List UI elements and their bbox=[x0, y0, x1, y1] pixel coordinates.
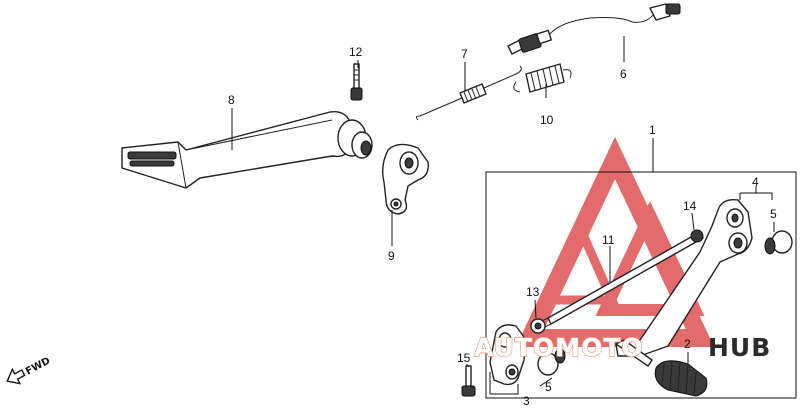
leader-lines bbox=[231, 36, 775, 395]
foot-peg-rubber-2 bbox=[654, 360, 708, 397]
callout-1: 1 bbox=[649, 123, 656, 137]
switch-spring-10 bbox=[513, 63, 572, 93]
watermark-text-light: AUTOMOTO bbox=[474, 333, 644, 362]
callout-3: 3 bbox=[523, 394, 530, 408]
callout-2: 2 bbox=[684, 337, 691, 351]
return-spring-7 bbox=[415, 65, 522, 121]
callout-labels: 8 12 7 10 6 9 1 4 5 14 11 13 2 15 5 3 bbox=[228, 45, 777, 408]
callout-10: 10 bbox=[540, 113, 554, 127]
callout-9: 9 bbox=[388, 249, 395, 263]
forward-direction-marker: FWD bbox=[6, 355, 52, 385]
fwd-label: FWD bbox=[24, 355, 52, 377]
callout-12: 12 bbox=[349, 45, 363, 59]
callout-14: 14 bbox=[683, 199, 697, 213]
callout-11: 11 bbox=[602, 233, 615, 247]
cap-5-lower bbox=[537, 348, 566, 376]
link-arm-3 bbox=[489, 324, 527, 386]
brake-pedal-arm bbox=[121, 111, 373, 189]
watermark-text-dark: HUB bbox=[708, 333, 771, 362]
callout-5-lower: 5 bbox=[545, 380, 552, 394]
callout-4: 4 bbox=[752, 175, 759, 189]
assembly-frame bbox=[485, 171, 797, 399]
callout-15: 15 bbox=[457, 351, 471, 365]
brake-pedal-1 bbox=[615, 199, 753, 367]
callout-6: 6 bbox=[620, 67, 627, 81]
callout-7: 7 bbox=[461, 47, 468, 61]
callout-5-upper: 5 bbox=[770, 207, 777, 221]
brake-switch-6 bbox=[507, 3, 681, 55]
bolt-12 bbox=[350, 63, 363, 101]
bolt-15 bbox=[461, 365, 476, 397]
nut-14 bbox=[690, 229, 704, 243]
callout-13: 13 bbox=[526, 285, 540, 299]
forward-arrow-icon bbox=[6, 367, 26, 385]
callout-8: 8 bbox=[228, 93, 235, 107]
nut-13 bbox=[530, 318, 546, 334]
bracket-9 bbox=[381, 143, 429, 215]
cap-5-upper bbox=[764, 230, 793, 255]
watermark-text: AUTOMOTO HUB bbox=[473, 332, 771, 362]
